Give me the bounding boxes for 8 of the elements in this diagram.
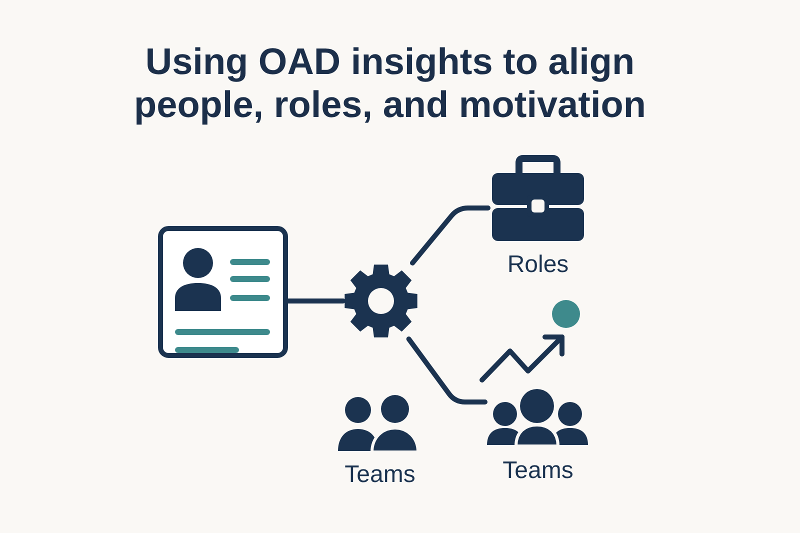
- profile-card-illustration: [158, 226, 288, 358]
- icon-caption: Teams: [344, 461, 416, 489]
- connector-line: [410, 206, 490, 266]
- node-label: Teams: [502, 457, 574, 485]
- gear-icon: [343, 263, 419, 339]
- node-label: Roles: [507, 251, 569, 279]
- title: Using OAD insights to align people, roles, and motivation: [133, 40, 647, 126]
- connector-line: [406, 336, 488, 404]
